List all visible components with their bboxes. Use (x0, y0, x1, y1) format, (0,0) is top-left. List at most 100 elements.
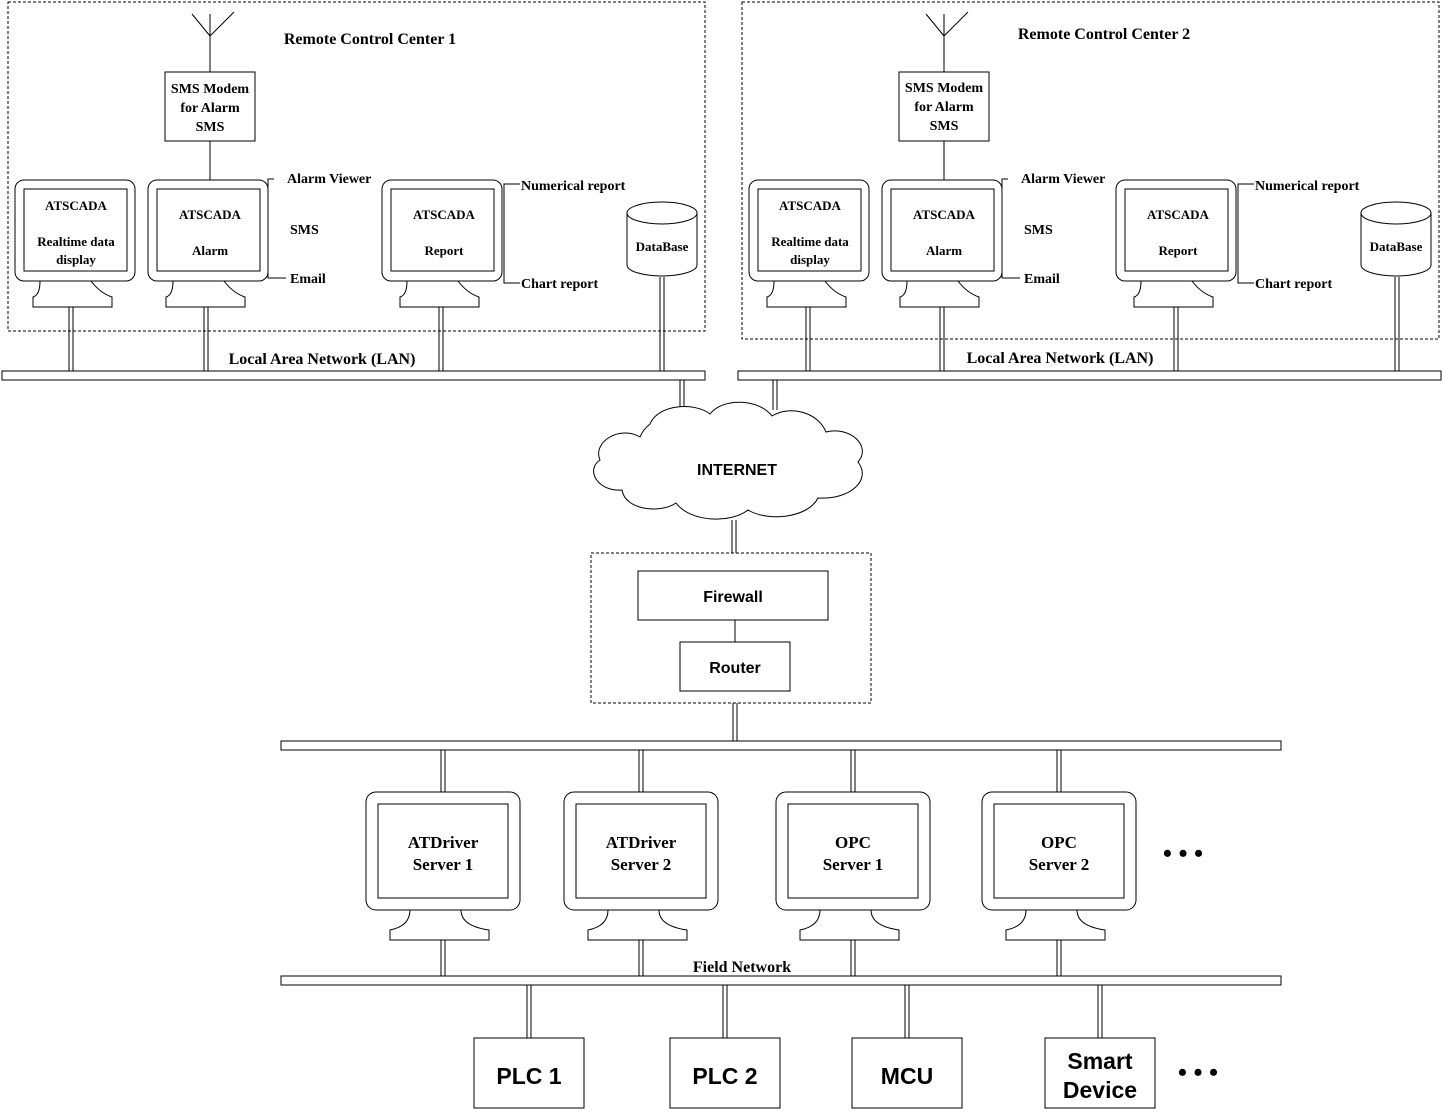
report-output-numerical: Numerical report (521, 179, 626, 194)
lan-drops (68, 277, 665, 371)
server-network-bus (280, 740, 1282, 751)
monitor-icon (381, 179, 503, 308)
report-line-2: Report (1159, 243, 1199, 258)
device-label-line: PLC 2 (692, 1063, 757, 1089)
alarm-bracket (267, 178, 286, 279)
server-label-line: Server 1 (823, 855, 884, 874)
realtime-line-3: display (790, 252, 830, 267)
server-label-line: Server 1 (413, 855, 474, 874)
center-title: Remote Control Center 2 (1018, 26, 1190, 43)
center-title: Remote Control Center 1 (284, 31, 456, 48)
monitor-icon (775, 791, 931, 941)
modem-line-2: for Alarm (180, 101, 240, 116)
gateway-boundary (590, 552, 872, 704)
device-3: MCU (851, 985, 963, 1109)
report-bracket (503, 183, 520, 284)
monitor-icon (981, 791, 1137, 941)
database-icon (1360, 201, 1432, 277)
monitor-icon (1115, 179, 1237, 308)
center-boundary (7, 1, 706, 332)
antenna-icon (925, 11, 969, 72)
device-1: PLC 1 (473, 985, 585, 1109)
alarm-output-email: Email (1024, 272, 1060, 287)
modem-line-1: SMS Modem (905, 81, 984, 96)
device-box (473, 1037, 585, 1109)
server-label-line: ATDriver (408, 833, 479, 852)
lan-bus (737, 370, 1442, 381)
database-label: DataBase (636, 239, 689, 254)
lan-drops (805, 277, 1400, 371)
lan-label: Local Area Network (LAN) (967, 350, 1154, 367)
realtime-line-2: Realtime data (37, 234, 115, 249)
realtime-line-1: ATSCADA (779, 198, 841, 213)
monitor-icon (881, 179, 1003, 308)
monitor-icon (365, 791, 521, 941)
alarm-line-2: Alarm (192, 243, 228, 258)
alarm-line-1: ATSCADA (913, 207, 975, 222)
server-label-line: Server 2 (1029, 855, 1090, 874)
center-boundary (741, 1, 1440, 340)
router-box (679, 641, 791, 692)
internet-label: INTERNET (697, 462, 777, 479)
device-label-line: Device (1063, 1077, 1137, 1103)
monitor-icon (563, 791, 719, 941)
device-label-line: Smart (1067, 1048, 1133, 1074)
server-label-line: OPC (835, 833, 871, 852)
lan-bus (1, 370, 706, 381)
sms-modem-box (898, 71, 990, 142)
server-label-line: ATDriver (606, 833, 677, 852)
servers-ellipsis: • • • (1163, 839, 1203, 868)
alarm-output-sms: SMS (1024, 223, 1053, 238)
alarm-output-viewer: Alarm Viewer (287, 172, 371, 187)
remote-control-center-2: Remote Control Center 2 SMS Modem for Al… (737, 1, 1442, 381)
database-icon (626, 201, 698, 277)
database-label: DataBase (1370, 239, 1423, 254)
alarm-line-2: Alarm (926, 243, 962, 258)
monitor-icon (147, 179, 269, 308)
server-3: OPC Server 1 (775, 750, 931, 976)
alarm-bracket (1001, 178, 1020, 279)
report-output-chart: Chart report (521, 277, 598, 292)
report-bracket (1237, 183, 1254, 284)
report-output-chart: Chart report (1255, 277, 1332, 292)
modem-line-3: SMS (196, 120, 225, 135)
device-box (1044, 1037, 1156, 1109)
field-network-bus (280, 975, 1282, 986)
firewall-box (637, 570, 829, 621)
server-4: OPC Server 2 (981, 750, 1137, 976)
monitor-icon (748, 179, 870, 308)
device-2: PLC 2 (669, 985, 781, 1109)
server-label-line: Server 2 (611, 855, 672, 874)
alarm-line-1: ATSCADA (179, 207, 241, 222)
modem-line-1: SMS Modem (171, 82, 250, 97)
realtime-line-1: ATSCADA (45, 198, 107, 213)
remote-control-center-1: Remote Control Center 1 SMS Modem for Al… (1, 1, 706, 381)
alarm-output-email: Email (290, 272, 326, 287)
modem-line-2: for Alarm (914, 100, 974, 115)
report-line-2: Report (425, 243, 465, 258)
devices-ellipsis: • • • (1178, 1058, 1218, 1087)
server-label-line: OPC (1041, 833, 1077, 852)
report-output-numerical: Numerical report (1255, 179, 1360, 194)
field-network-label: Field Network (693, 959, 791, 976)
device-box (851, 1037, 963, 1109)
firewall-label: Firewall (703, 589, 763, 606)
device-label-line: PLC 1 (496, 1063, 561, 1089)
modem-line-3: SMS (930, 119, 959, 134)
alarm-output-viewer: Alarm Viewer (1021, 172, 1105, 187)
sms-modem-box (164, 71, 256, 142)
realtime-line-2: Realtime data (771, 234, 849, 249)
realtime-line-3: display (56, 252, 96, 267)
router-label: Router (709, 660, 761, 677)
report-line-1: ATSCADA (413, 207, 475, 222)
report-line-1: ATSCADA (1147, 207, 1209, 222)
device-box (669, 1037, 781, 1109)
alarm-output-sms: SMS (290, 223, 319, 238)
cloud-icon (593, 401, 863, 520)
